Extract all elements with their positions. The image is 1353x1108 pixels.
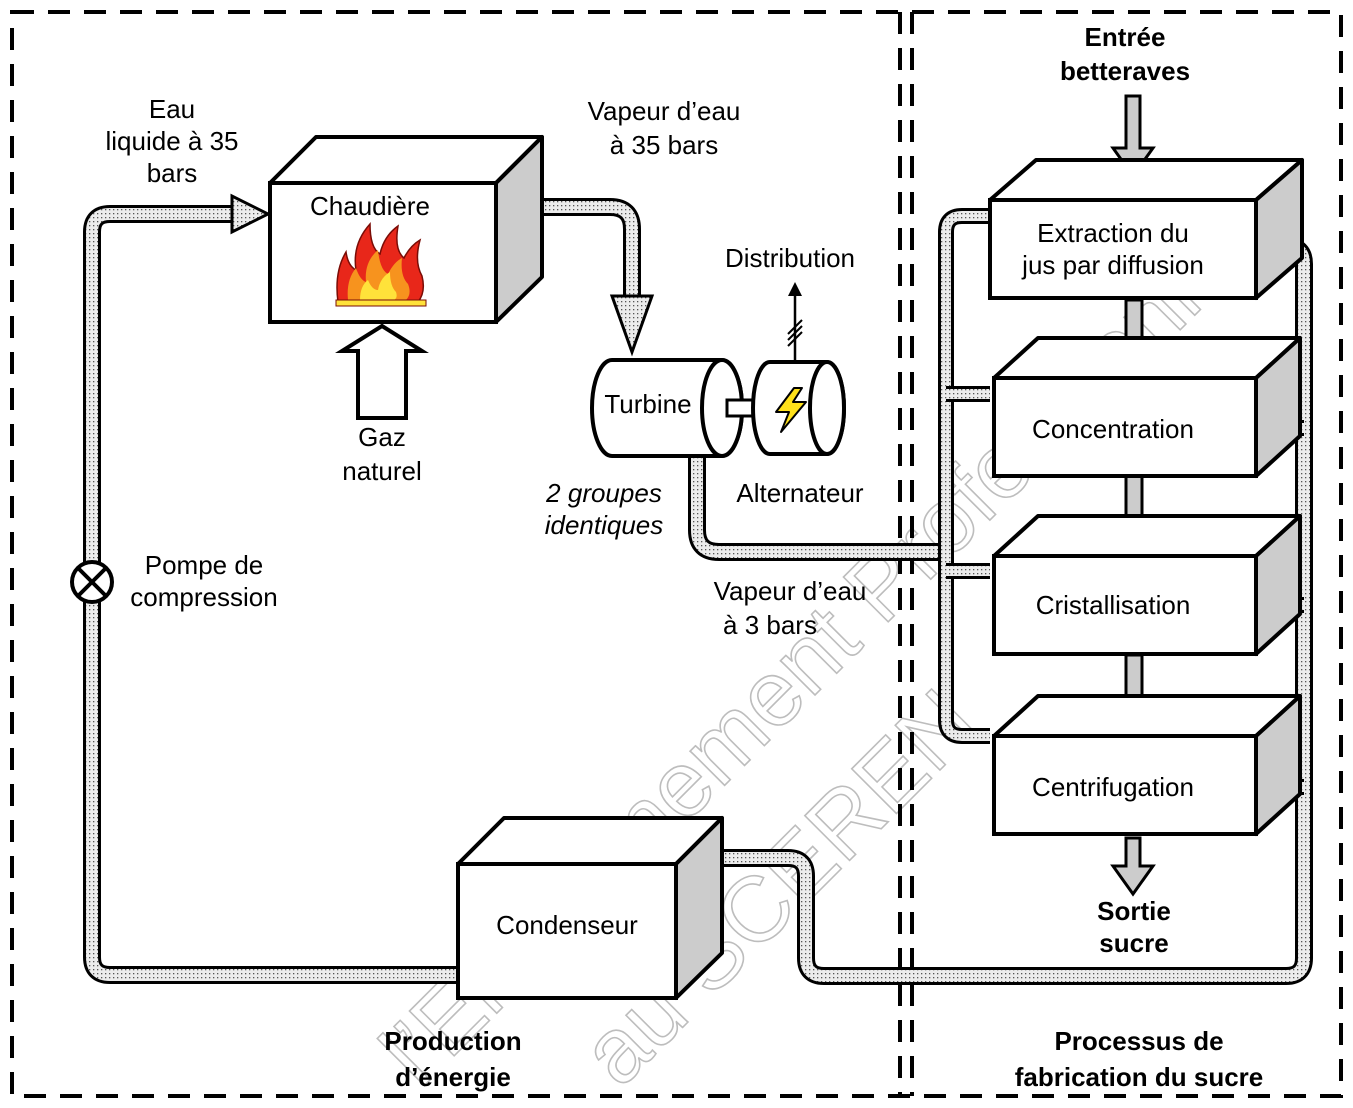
crystallisation-label: Cristallisation (1036, 590, 1191, 620)
water-in-label-1: Eau (149, 94, 195, 124)
section-process-title-1: Processus de (1054, 1026, 1223, 1056)
annotations: Eau liquide à 35 bars Vapeur d’eau à 35 … (106, 22, 1264, 1092)
pump-label-1: Pompe de (145, 550, 264, 580)
centrifugation-unit: Centrifugation (992, 694, 1302, 836)
gas-label-2: naturel (342, 456, 422, 486)
steam-lp-label-1: Vapeur d’eau (714, 576, 867, 606)
turbine-label: Turbine (604, 389, 691, 419)
pipe-arrows (230, 193, 655, 357)
condenser-label: Condenseur (496, 910, 638, 940)
pipes (83, 198, 1313, 985)
extraction-label-line1: Extraction du (1037, 218, 1189, 248)
boiler-unit: Chaudière (268, 135, 544, 324)
beet-in-label-2: betteraves (1060, 56, 1190, 86)
steam-hp-label-1: Vapeur d’eau (588, 96, 741, 126)
sugar-out-label-1: Sortie (1097, 896, 1171, 926)
condenser-unit: Condenseur (456, 816, 724, 1000)
water-in-label-2: liquide à 35 (106, 126, 239, 156)
steam-lp-label-2: à 3 bars (723, 610, 817, 640)
steam-hp-label-2: à 35 bars (610, 130, 718, 160)
flame-icon (335, 222, 427, 307)
sugar-out-label-2: sucre (1099, 928, 1168, 958)
distribution-label: Distribution (725, 243, 855, 273)
concentration-label: Concentration (1032, 414, 1194, 444)
alternator-label: Alternateur (736, 478, 864, 508)
arrow-into-boiler (230, 193, 272, 235)
boiler-label: Chaudière (310, 191, 430, 221)
section-energy-title-2: d’énergie (395, 1062, 511, 1092)
gas-label-1: Gaz (358, 422, 406, 452)
pump-label-2: compression (130, 582, 277, 612)
water-in-label-3: bars (147, 158, 198, 188)
section-process-title-2: fabrication du sucre (1015, 1062, 1264, 1092)
gas-inlet-arrow (335, 323, 429, 420)
groups-label-1: 2 groupes (545, 478, 662, 508)
section-energy-title-1: Production (384, 1026, 521, 1056)
arrow-into-turbine (609, 294, 655, 357)
alternator-unit (751, 282, 846, 456)
sugar-outlet-arrow (1110, 836, 1156, 897)
concentration-unit: Concentration (992, 336, 1302, 478)
centrifugation-label: Centrifugation (1032, 772, 1194, 802)
pump-icon (70, 560, 114, 604)
turbine-unit: Turbine (590, 358, 755, 458)
extraction-label-line2: jus par diffusion (1021, 250, 1204, 280)
lightning-icon (775, 387, 807, 433)
groups-label-2: identiques (545, 510, 664, 540)
extraction-unit: Extraction du jus par diffusion (988, 158, 1304, 300)
outer-frame (10, 10, 1343, 1098)
crystallisation-unit: Cristallisation (992, 514, 1302, 656)
beet-in-label-1: Entrée (1085, 22, 1166, 52)
